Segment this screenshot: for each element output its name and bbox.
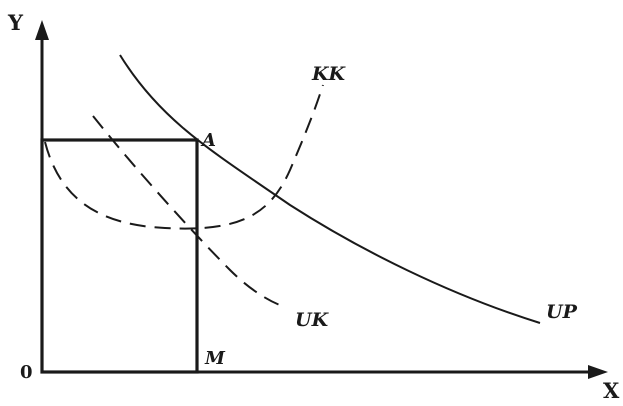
origin-label: 0 [20,362,33,383]
y-axis-arrowhead [35,20,49,40]
kk-curve [44,84,324,230]
point-m-label: M [204,348,226,369]
y-axis-label: Y [7,10,24,35]
x-axis-label: X [603,378,620,401]
uk-curve-label: UK [295,309,330,331]
up-curve-label: UP [546,301,578,323]
uk-curve [92,115,286,308]
area-rectangle [40,138,199,374]
up-curve [119,54,541,324]
point-a-label: A [200,130,216,151]
x-axis-arrowhead [588,365,608,379]
kk-curve-label: KK [311,63,347,85]
